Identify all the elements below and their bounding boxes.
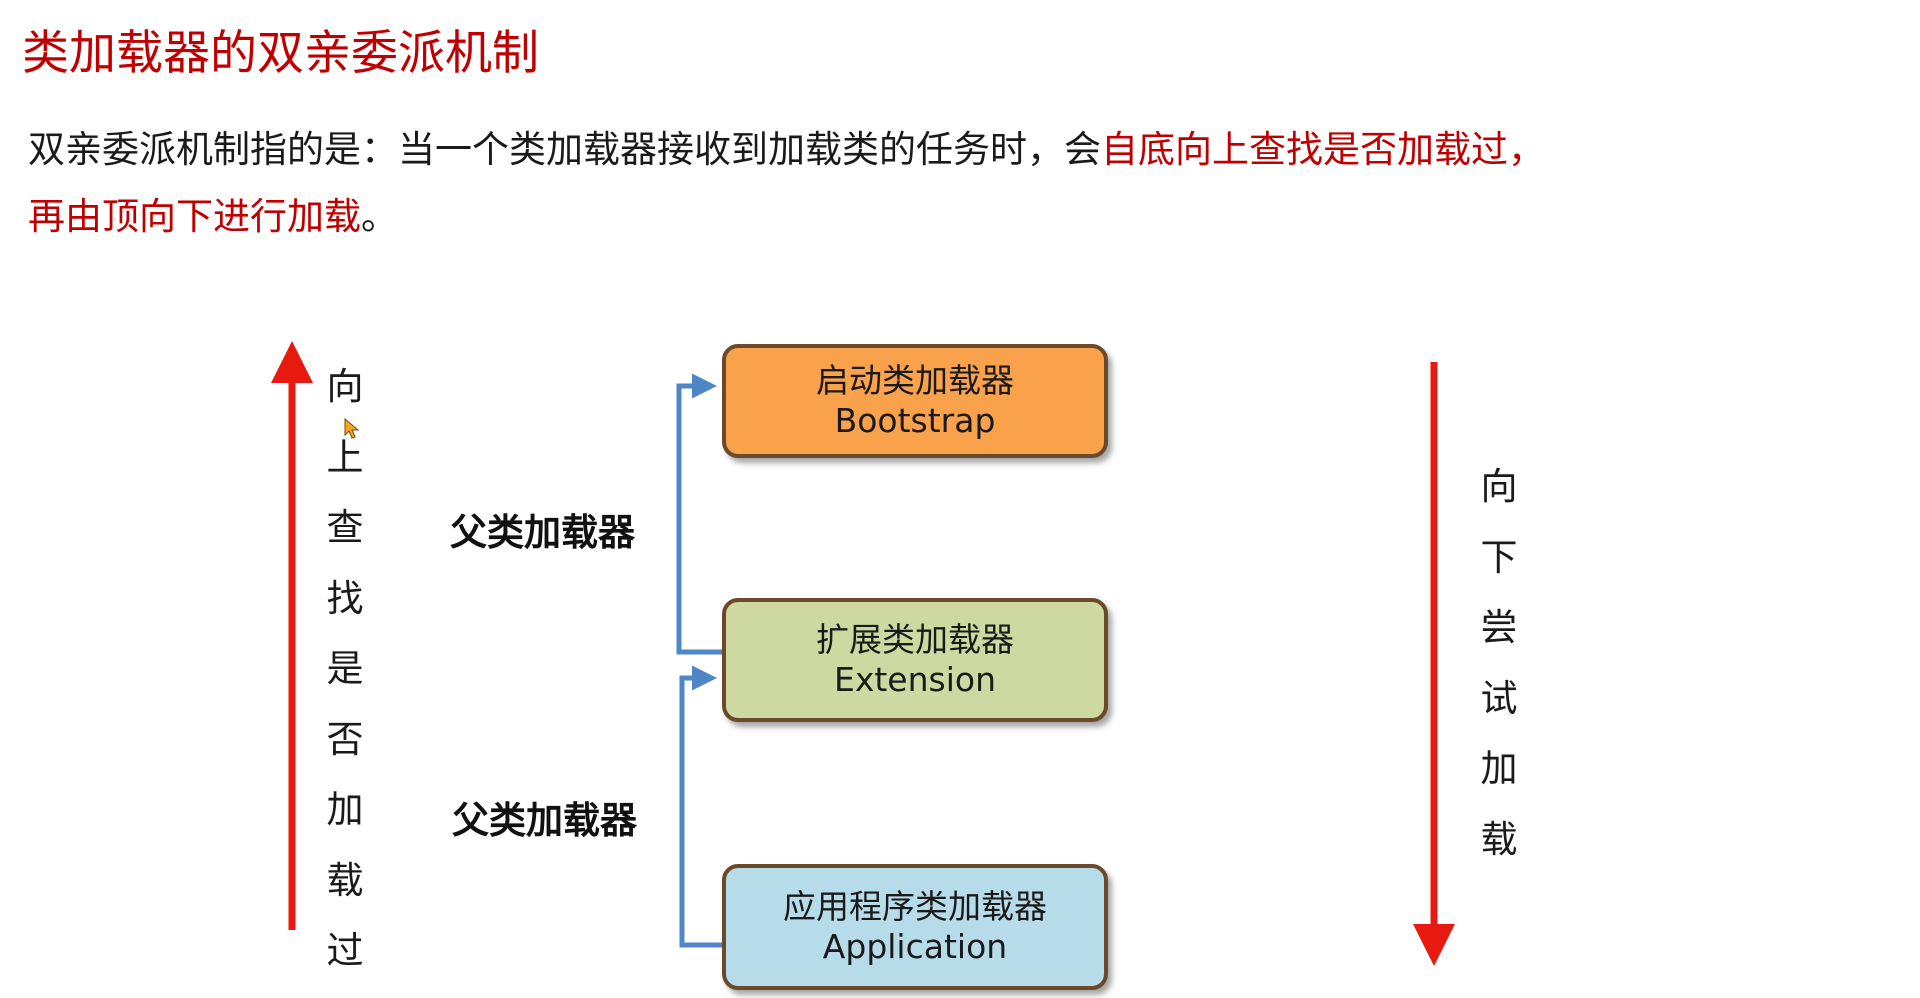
description-highlight-1: 自底向上查找是否加载过， — [1101, 128, 1545, 171]
mouse-cursor-icon — [344, 418, 360, 439]
left-char: 载 — [326, 858, 364, 902]
right-char: 向 — [1480, 465, 1518, 508]
description: 双亲委派机制指的是：当一个类加载器接收到加载类的任务时，会自底向上查找是否加载过… — [28, 116, 1748, 250]
right-char: 尝 — [1480, 606, 1518, 649]
application-en-label: Application — [822, 927, 1008, 966]
left-char: 加 — [326, 788, 364, 831]
left-char: 查 — [326, 506, 364, 549]
right-char: 加 — [1480, 747, 1518, 790]
connector-extension-to-bootstrap — [676, 373, 724, 655]
left-char: 否 — [326, 717, 364, 761]
right-char: 下 — [1480, 535, 1518, 579]
extension-loader-box: 扩展类加载器 Extension — [722, 598, 1108, 722]
application-loader-box: 应用程序类加载器 Application — [722, 864, 1108, 990]
parent-loader-label-1: 父类加载器 — [450, 511, 635, 554]
parent-loader-label-2: 父类加载器 — [452, 799, 637, 842]
left-char: 是 — [326, 647, 364, 690]
left-char: 过 — [326, 929, 364, 972]
right-char: 试 — [1480, 676, 1518, 720]
bootstrap-en-label: Bootstrap — [834, 401, 996, 440]
left-char: 向 — [326, 365, 364, 408]
left-char: 找 — [326, 576, 364, 620]
connector-application-to-extension — [679, 665, 724, 948]
left-vertical-text: 向 上 查 找 是 否 加 载 过 — [320, 352, 370, 987]
application-cn-label: 应用程序类加载器 — [783, 887, 1047, 926]
right-char: 载 — [1480, 817, 1518, 861]
right-vertical-text: 向 下 尝 试 加 载 — [1474, 452, 1524, 875]
bootstrap-cn-label: 启动类加载器 — [816, 361, 1014, 400]
description-prefix: 双亲委派机制指的是：当一个类加载器接收到加载类的任务时，会 — [28, 128, 1101, 171]
description-highlight-2: 再由顶向下进行加载 — [28, 195, 361, 238]
bootstrap-loader-box: 启动类加载器 Bootstrap — [722, 344, 1108, 458]
extension-en-label: Extension — [833, 660, 996, 699]
page-title: 类加载器的双亲委派机制 — [22, 26, 539, 81]
left-char: 上 — [326, 435, 364, 479]
extension-cn-label: 扩展类加载器 — [816, 620, 1014, 659]
description-suffix: 。 — [361, 195, 398, 238]
